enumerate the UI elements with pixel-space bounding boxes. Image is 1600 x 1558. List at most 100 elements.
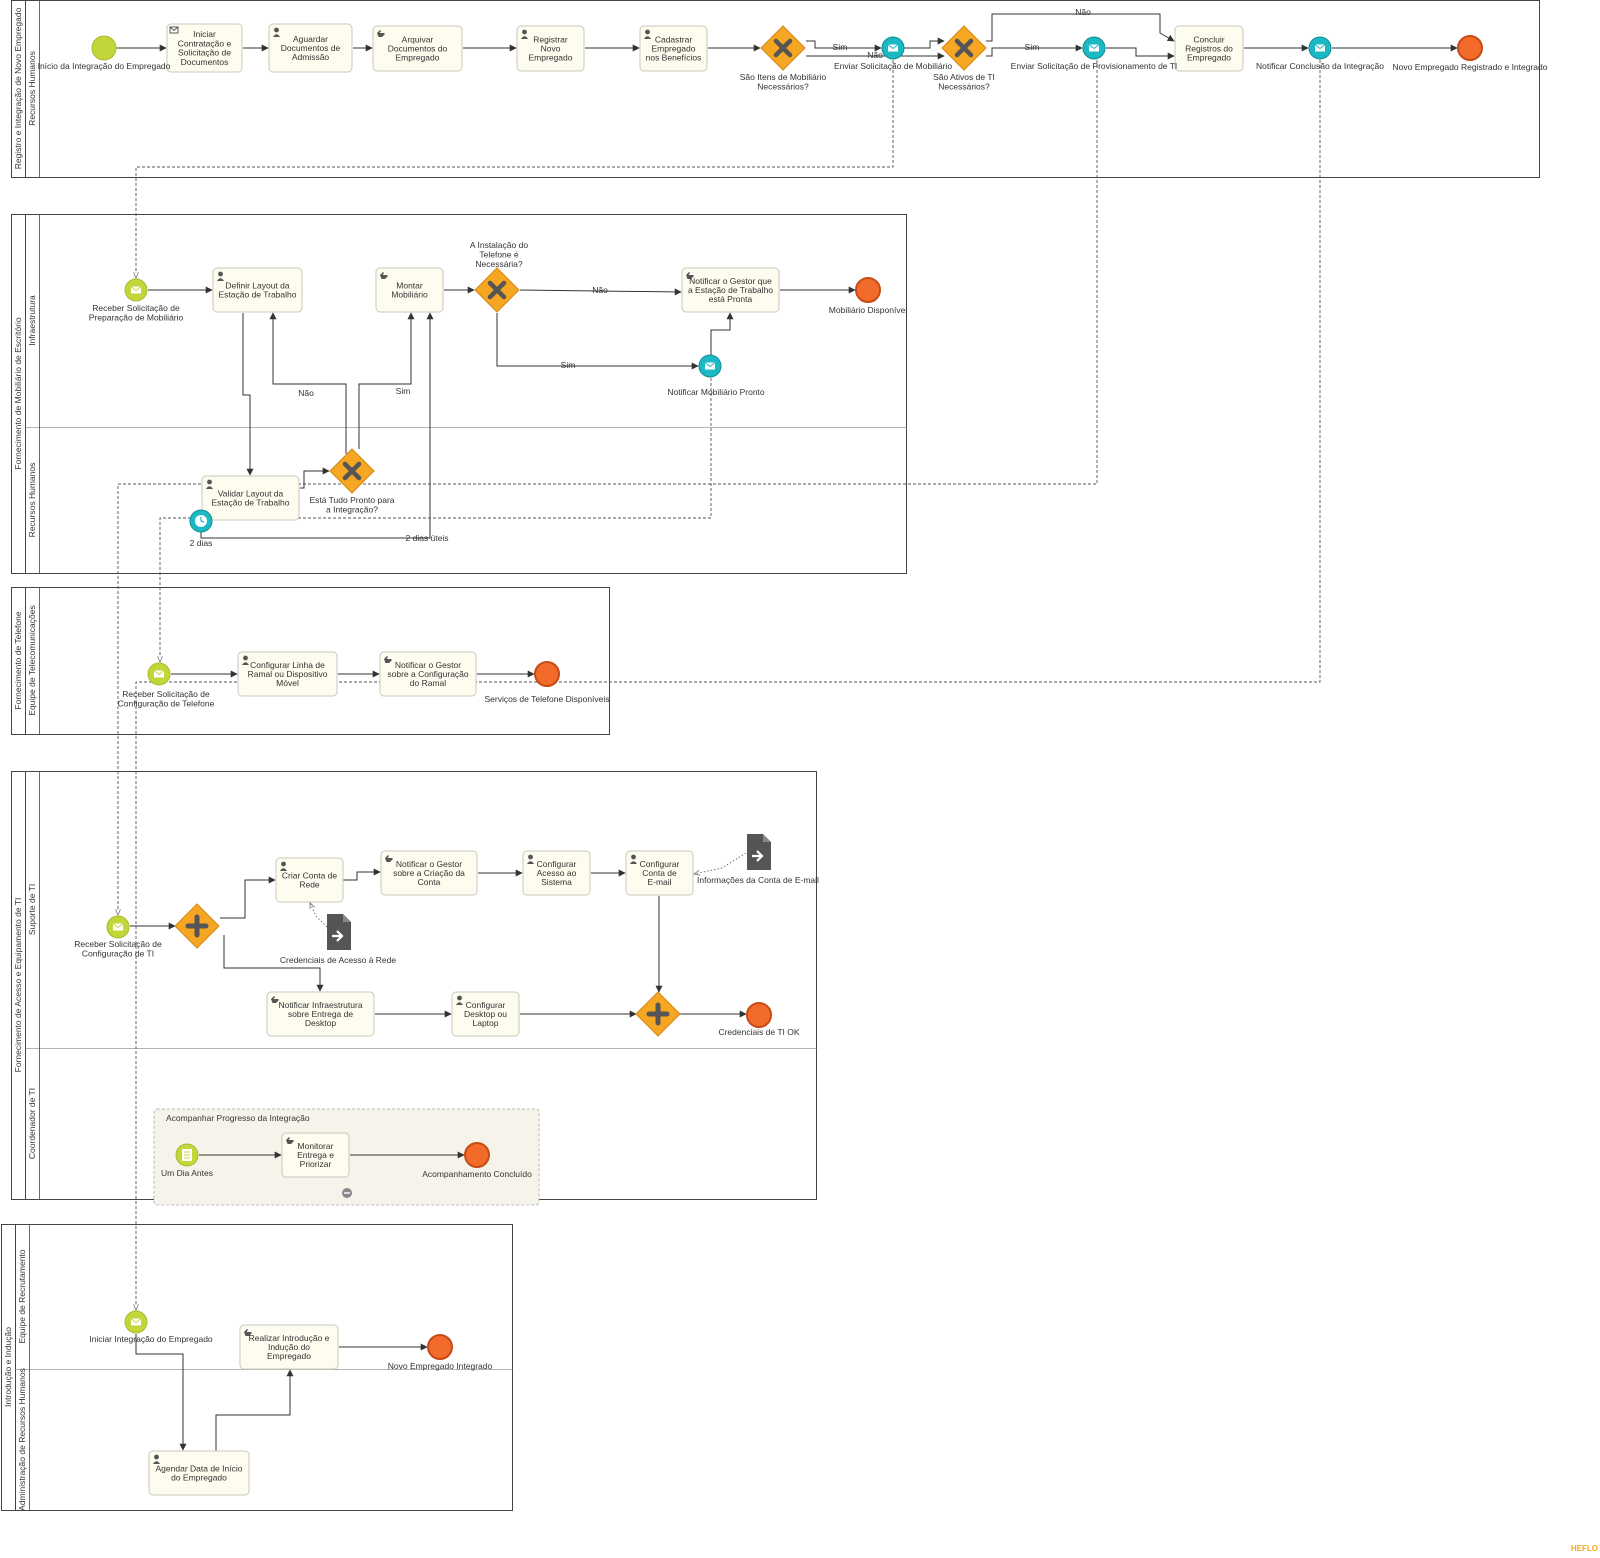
event-e9[interactable]: 2 dias — [189, 509, 213, 548]
event-e17[interactable]: Novo Empregado Integrado — [388, 1334, 493, 1371]
sequence-flow — [1106, 47, 1175, 60]
end-event-icon — [746, 1002, 772, 1028]
task-box — [1174, 25, 1244, 72]
event-e1[interactable]: Início da Integração do Empregado — [38, 35, 171, 71]
task-box — [372, 25, 463, 72]
dataobject-d1[interactable]: Credenciais de Acesso à Rede — [280, 914, 397, 965]
hand-icon — [377, 30, 385, 37]
event-label: Um Dia Antes — [161, 1168, 213, 1178]
sequence-flow — [904, 37, 945, 49]
hand-icon — [271, 996, 279, 1003]
event-e7[interactable]: Mobiliário Disponível — [829, 277, 908, 315]
task-box — [239, 1324, 339, 1370]
event-label: Notificar Conclusão da Integração — [1256, 61, 1384, 71]
gateway-g6[interactable] — [635, 991, 681, 1037]
message-flow — [136, 60, 894, 278]
task-box — [516, 25, 585, 72]
user-icon — [280, 861, 287, 871]
event-e5[interactable]: Novo Empregado Registrado e Integrado — [1393, 35, 1548, 72]
user-icon — [153, 1454, 160, 1464]
flow-label: Sim — [1025, 42, 1040, 52]
event-e4[interactable]: Notificar Conclusão da Integração — [1256, 36, 1384, 71]
event-e11[interactable]: Serviços de Telefone Disponíveis — [484, 661, 610, 704]
sequence-flow — [519, 288, 682, 296]
event-e16[interactable]: Iniciar Integração do Empregado — [89, 1310, 213, 1344]
flow-label: Sim — [833, 42, 848, 52]
sequence-flow — [710, 312, 734, 355]
event-e15[interactable]: Acompanhamento Concluído — [422, 1142, 532, 1179]
association — [309, 903, 328, 928]
flow-label: Sim — [561, 360, 576, 370]
watermark-logo: HEFLO — [1571, 1544, 1598, 1553]
event-e3[interactable]: Enviar Solicitação de Provisionamento de… — [1011, 36, 1178, 71]
sequence-flow — [358, 312, 415, 449]
collapse-icon[interactable] — [342, 1188, 352, 1198]
lane-label: Recursos Humanos — [27, 463, 37, 538]
event-e13[interactable]: Credenciais de TI OK — [718, 1002, 800, 1037]
event-label: Enviar Solicitação de Provisionamento de… — [1011, 61, 1178, 71]
user-icon — [273, 27, 280, 37]
end-event-icon — [464, 1142, 490, 1168]
event-e14[interactable]: Um Dia Antes — [161, 1143, 213, 1178]
user-icon — [521, 29, 528, 39]
hand-icon — [686, 272, 694, 279]
event-e8[interactable]: Notificar Mobiliário Pronto — [667, 354, 765, 397]
lane-label: Equipe de Telecomunicações — [27, 605, 37, 715]
envelope-icon — [169, 26, 179, 34]
task-box — [379, 651, 477, 697]
sequence-flow — [135, 1334, 187, 1451]
lane-label: Suporte de TI — [27, 884, 37, 935]
association — [694, 852, 747, 874]
start-event-icon — [91, 35, 117, 61]
event-label: Credenciais de TI OK — [718, 1027, 799, 1037]
dataobject-d2[interactable]: Informações da Conta de E-mail — [697, 834, 819, 885]
task-box — [268, 23, 353, 73]
gateway-g5[interactable] — [174, 903, 220, 949]
sequence-flow — [496, 313, 699, 370]
task-box — [380, 850, 478, 896]
event-e2[interactable]: Enviar Solicitação de Mobiliário — [834, 36, 952, 71]
pool-label: Fornecimento de Telefone — [13, 611, 23, 709]
user-icon — [527, 854, 534, 864]
task-box — [625, 850, 694, 896]
event-label: Iniciar Integração do Empregado — [89, 1334, 213, 1344]
event-label: Mobiliário Disponível — [829, 305, 908, 315]
